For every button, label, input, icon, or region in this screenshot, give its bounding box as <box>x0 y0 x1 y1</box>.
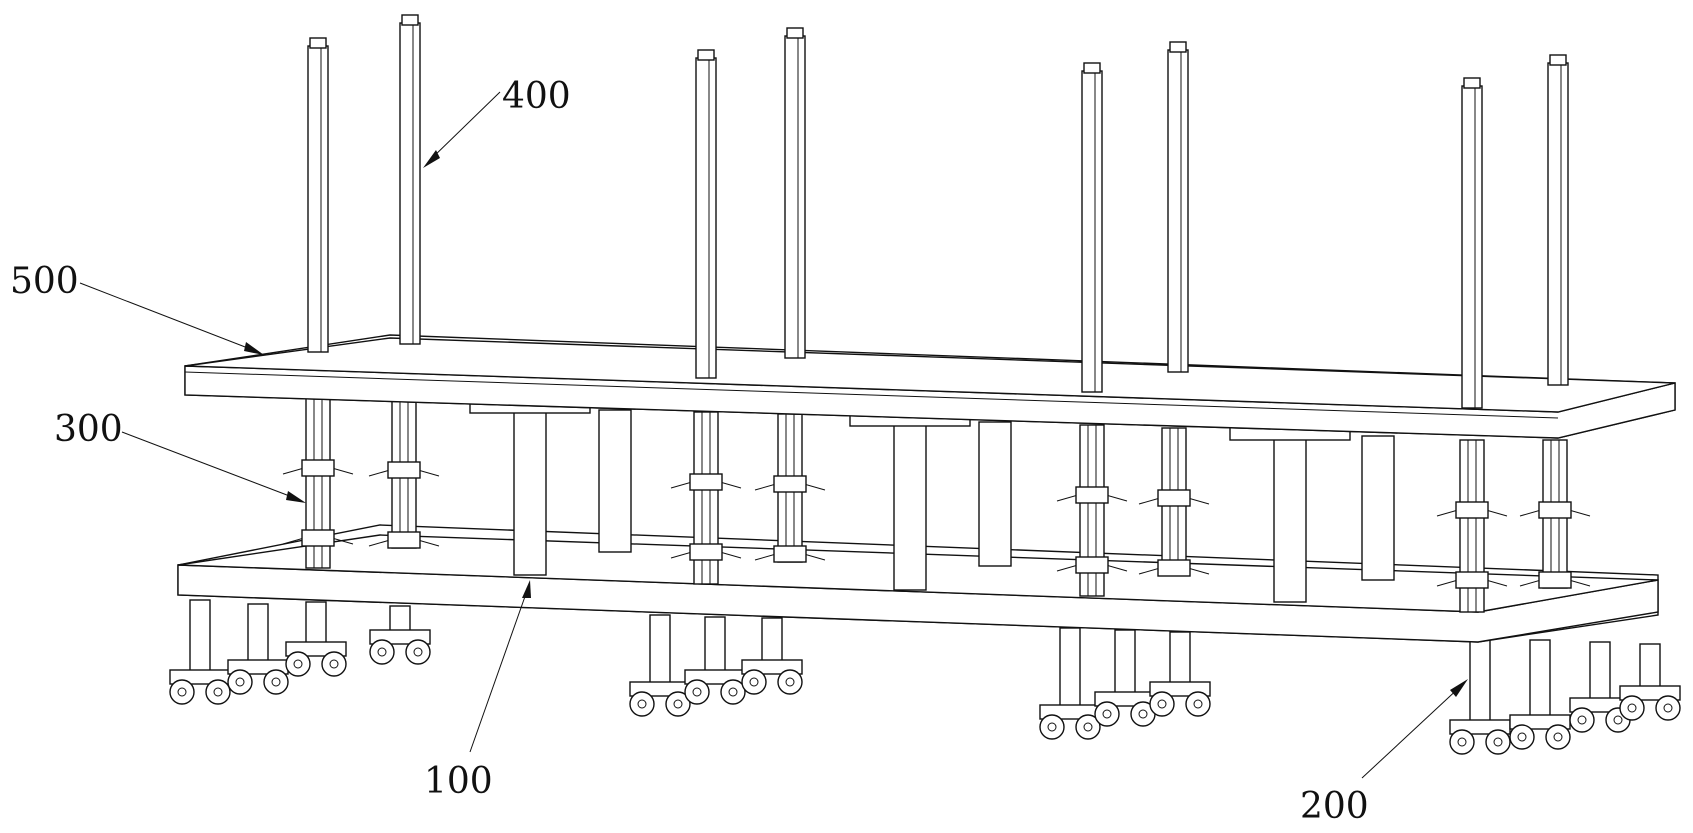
caster-wheel <box>1545 724 1571 750</box>
jack-post <box>670 411 742 585</box>
label-500: 500 <box>10 261 79 302</box>
tall-post <box>695 49 717 379</box>
caster-leg <box>369 605 431 665</box>
caster-wheel <box>285 651 311 677</box>
tall-post <box>784 27 806 359</box>
caster-wheel <box>1039 714 1065 740</box>
caster-wheel <box>1485 729 1511 755</box>
caster-wheel <box>1149 691 1175 717</box>
middle-column <box>598 409 632 553</box>
caster-wheel <box>1449 729 1475 755</box>
caster-wheel <box>1509 724 1535 750</box>
middle-column <box>1361 435 1395 581</box>
caster-wheel <box>1655 695 1681 721</box>
caster-wheel <box>263 669 289 695</box>
caster-wheel <box>629 691 655 717</box>
jack-post <box>368 399 440 549</box>
caster-legs <box>169 599 1681 755</box>
caster-leg <box>1094 629 1156 727</box>
caster-leg <box>1039 627 1101 740</box>
caster-wheel <box>321 651 347 677</box>
caster-leg <box>169 599 231 705</box>
caster-wheel <box>665 691 691 717</box>
caster-wheel <box>169 679 195 705</box>
caster-leg <box>684 616 746 705</box>
caster-leg <box>1619 643 1681 721</box>
label-300: 300 <box>54 409 123 450</box>
jack-post <box>1056 424 1128 597</box>
caster-leg <box>1149 631 1211 717</box>
caster-wheel <box>369 639 395 665</box>
caster-wheel <box>741 669 767 695</box>
caster-wheel <box>1185 691 1211 717</box>
tall-post <box>399 14 421 345</box>
jack-post <box>1436 439 1508 613</box>
caster-wheel <box>1075 714 1101 740</box>
caster-leg <box>629 614 691 717</box>
upper-platform <box>184 334 1676 439</box>
caster-wheel <box>684 679 710 705</box>
caster-wheel <box>1619 695 1645 721</box>
tall-post <box>1081 62 1103 393</box>
caster-wheel <box>205 679 231 705</box>
label-100: 100 <box>424 761 493 802</box>
jack-post <box>282 397 354 569</box>
leader-lines <box>79 91 1468 779</box>
caster-leg <box>741 617 803 695</box>
caster-leg <box>1449 639 1511 755</box>
label-400: 400 <box>502 76 571 117</box>
tall-post <box>1167 41 1189 373</box>
middle-column <box>978 421 1012 567</box>
jack-post <box>754 413 826 563</box>
tall-post <box>307 37 329 353</box>
caster-leg <box>1509 639 1571 750</box>
caster-wheel <box>777 669 803 695</box>
middle-columns <box>469 398 1395 603</box>
jack-post <box>1519 439 1591 589</box>
caster-wheel <box>405 639 431 665</box>
caster-wheel <box>227 669 253 695</box>
caster-wheel <box>1569 707 1595 733</box>
caster-leg <box>227 603 289 695</box>
caster-wheel <box>720 679 746 705</box>
tall-posts <box>307 14 1569 409</box>
tall-post <box>1547 54 1569 386</box>
jack-post <box>1138 427 1210 577</box>
caster-wheel <box>1094 701 1120 727</box>
tall-post <box>1461 77 1483 409</box>
jack-posts <box>282 397 1591 613</box>
middle-column <box>1229 425 1351 603</box>
label-200: 200 <box>1300 786 1369 827</box>
caster-leg <box>285 601 347 677</box>
